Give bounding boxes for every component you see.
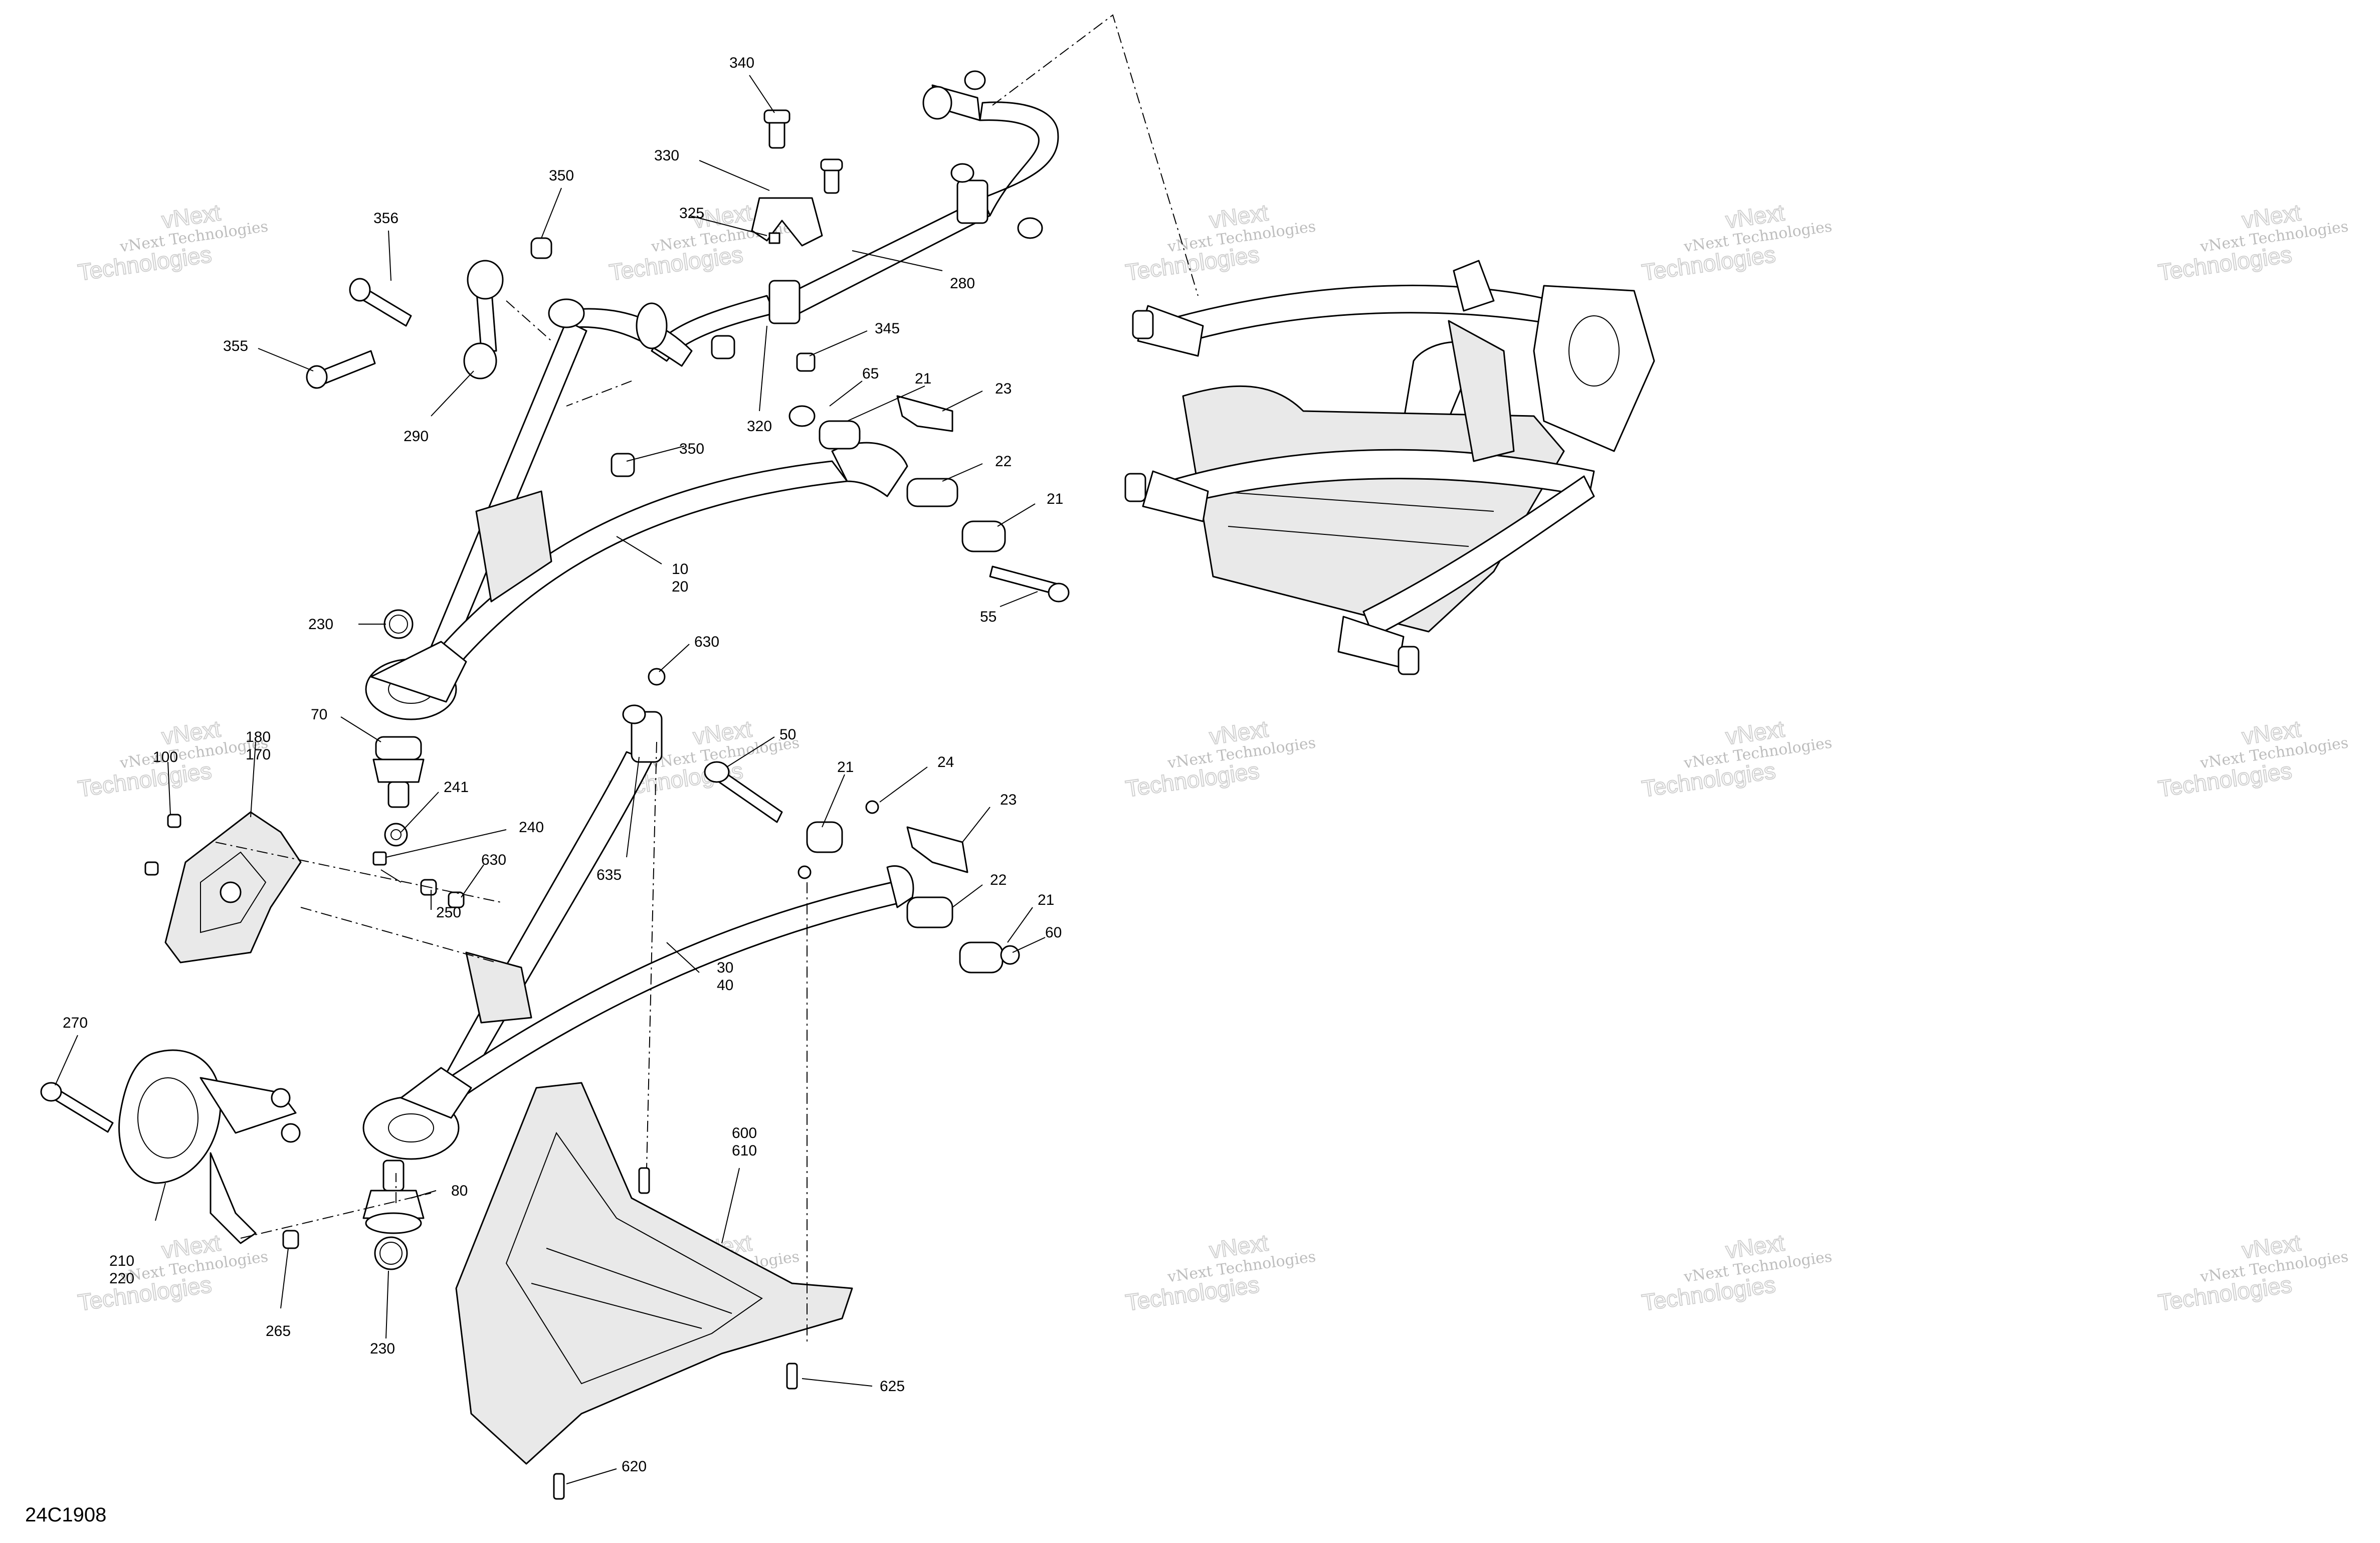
callout-label: 630 [694,634,719,650]
callout-label: 280 [950,275,975,292]
callout-label: 23 [995,380,1012,397]
callout-label: 50 [779,726,796,743]
upper-a-arm [365,298,908,720]
callout-label: 635 [597,867,622,883]
callout-label: 356 [373,210,399,227]
callout-label: 320 [747,418,772,435]
sway-bar-bracket [530,109,843,477]
callout-label: 30 [717,959,733,976]
callout-label: 21 [1047,491,1063,507]
callout-label: 241 [444,779,469,796]
callout-label: 240 [519,819,544,836]
brake-backing-plate [144,811,302,963]
callout-label: 10 [672,561,688,577]
callout-label: 22 [990,872,1007,888]
callout-label: 210 [109,1253,134,1269]
callout-label: 40 [717,977,733,994]
lower-ball-joint [362,1160,425,1270]
callout-label: 23 [1000,792,1017,808]
callout-label: 60 [1045,924,1062,941]
callout-label: 21 [837,759,854,776]
alignment-lines [215,14,1199,1343]
callout-label: 20 [672,578,688,595]
callout-label: 22 [995,453,1012,470]
callout-label: 220 [109,1270,134,1287]
callout-label: 625 [880,1378,905,1395]
callout-label: 55 [980,609,997,625]
upper-a-arm-bushings [383,395,1070,639]
callout-label: 21 [915,370,931,387]
callout-label: 345 [875,320,900,337]
callout-label: 330 [654,147,679,164]
callout-label: 100 [153,749,178,765]
callout-label: 355 [223,338,248,354]
upper-ball-joint [372,736,465,908]
callout-label: 230 [308,616,333,633]
steering-knuckle [40,1049,301,1249]
callout-label: 350 [549,167,574,184]
callout-label: 80 [451,1183,468,1199]
callout-labels: 340 330 350 356 325 280 355 290 345 65 21 23 320 350 2… [63,55,1063,1475]
callout-label: 21 [1038,892,1054,908]
callout-label: 170 [246,746,271,763]
assembled-suspension-view [1124,260,1655,675]
lower-a-arm [362,668,914,1160]
callout-label: 270 [63,1015,88,1031]
callout-label: 290 [404,428,429,445]
leader-lines [55,75,1046,1484]
callout-label: 620 [622,1458,647,1475]
callout-label: 600 [732,1125,757,1141]
callout-label: 630 [481,852,506,868]
callout-label: 65 [862,365,879,382]
lower-a-arm-bushings [798,800,1020,974]
callout-label: 325 [679,205,704,222]
callout-label: 340 [729,55,754,71]
callout-label: 250 [436,904,461,921]
callout-label: 265 [266,1323,291,1339]
sway-bar [651,70,1059,362]
callout-label: 230 [370,1340,395,1357]
skid-plate [455,1082,853,1500]
callout-label: 350 [679,441,704,457]
callout-label: 24 [937,754,954,770]
diagram-code: 24C1908 [25,1504,106,1526]
callout-label: 180 [246,729,271,745]
callout-label: 70 [311,706,327,723]
callout-label: 610 [732,1142,757,1159]
sway-bar-link [306,260,504,389]
